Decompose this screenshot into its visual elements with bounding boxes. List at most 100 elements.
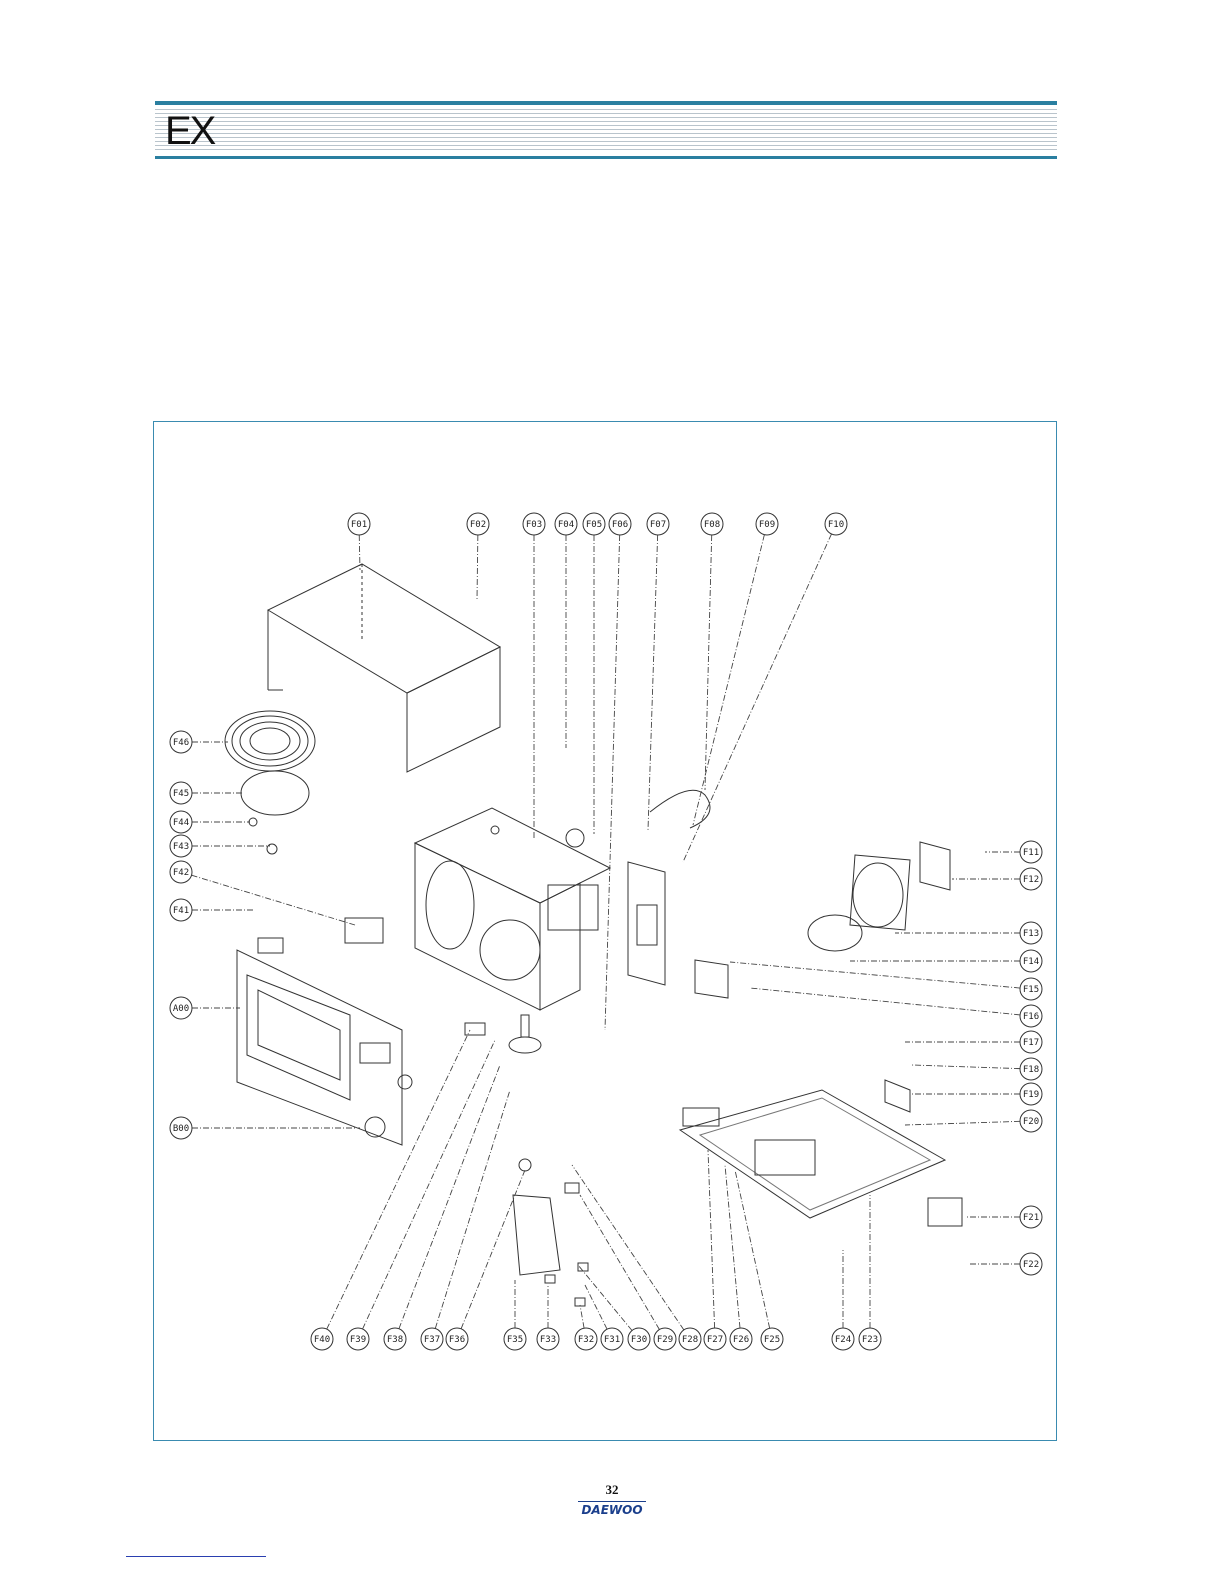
base-plate: [680, 1080, 962, 1226]
callout-label: F39: [350, 1335, 366, 1345]
callout-f18: F18: [912, 1058, 1042, 1080]
callout-f44: F44: [170, 811, 250, 833]
callout-f33: F33: [537, 1285, 559, 1350]
callout-label: F04: [558, 520, 574, 530]
leader-line: [578, 1265, 632, 1331]
callout-label: F14: [1023, 957, 1039, 967]
callout-f04: F04: [555, 513, 577, 748]
callout-f43: F43: [170, 835, 270, 857]
callout-f27: F27: [704, 1150, 726, 1350]
leader-line: [192, 875, 355, 925]
leader-line: [399, 1065, 500, 1329]
callout-f16: F16: [750, 988, 1042, 1027]
callout-label: F19: [1023, 1090, 1039, 1100]
callout-f20: F20: [905, 1110, 1042, 1132]
callout-f07: F07: [647, 513, 669, 830]
callout-label: F41: [173, 906, 189, 916]
switch-bracket: [513, 1159, 588, 1306]
callout-label: F37: [424, 1335, 440, 1345]
callout-f01: F01: [348, 513, 370, 570]
callout-f24: F24: [832, 1250, 854, 1350]
callout-label: F23: [862, 1335, 878, 1345]
callout-label: F11: [1023, 848, 1039, 858]
callout-f29: F29: [580, 1195, 676, 1350]
callout-label: F02: [470, 520, 486, 530]
callout-label: F09: [759, 520, 775, 530]
leader-line: [735, 1170, 770, 1328]
callout-f03: F03: [523, 513, 545, 840]
leader-line: [327, 1030, 470, 1329]
callout-label: F16: [1023, 1012, 1039, 1022]
callout-f45: F45: [170, 782, 242, 804]
callout-f37: F37: [421, 1090, 510, 1350]
callout-label: F24: [835, 1335, 851, 1345]
callout-f22: F22: [970, 1253, 1042, 1275]
callout-label: F33: [540, 1335, 556, 1345]
callout-f28: F28: [572, 1165, 701, 1350]
callout-label: F44: [173, 818, 189, 828]
brand-logo: DAEWOO: [0, 1503, 1224, 1517]
callout-label: F17: [1023, 1038, 1039, 1048]
callout-label: F18: [1023, 1065, 1039, 1075]
callout-f23: F23: [859, 1195, 881, 1350]
callout-f14: F14: [850, 950, 1042, 972]
callout-label: F26: [733, 1335, 749, 1345]
callout-f32: F32: [575, 1305, 597, 1350]
callout-label: F13: [1023, 929, 1039, 939]
leader-line: [683, 534, 831, 862]
leader-line: [725, 1165, 740, 1328]
callout-f17: F17: [905, 1031, 1042, 1053]
callout-label: F46: [173, 738, 189, 748]
door-assembly: [237, 950, 412, 1145]
outer-case: [268, 564, 500, 772]
page-number: 32: [0, 1482, 1224, 1498]
callout-f21: F21: [965, 1206, 1042, 1228]
callout-f46: F46: [170, 731, 228, 753]
callout-label: F20: [1023, 1117, 1039, 1127]
callout-f11: F11: [985, 841, 1042, 863]
callout-a00: A00: [170, 997, 240, 1019]
leader-line: [912, 1065, 1020, 1069]
callout-label: F38: [387, 1335, 403, 1345]
callout-label: F36: [449, 1335, 465, 1345]
callout-label: F15: [1023, 985, 1039, 995]
callout-f42: F42: [170, 861, 355, 925]
callout-f35: F35: [504, 1280, 526, 1350]
leader-line: [580, 1305, 584, 1328]
callout-label: F03: [526, 520, 542, 530]
callout-label: F35: [507, 1335, 523, 1345]
callout-label: F22: [1023, 1260, 1039, 1270]
footer-rule: [126, 1556, 266, 1557]
callout-f02: F02: [467, 513, 489, 600]
callout-label: A00: [173, 1004, 189, 1014]
leader-line: [648, 535, 658, 830]
callout-label: F05: [586, 520, 602, 530]
motor-and-small-parts: [258, 918, 541, 1053]
callout-label: F21: [1023, 1213, 1039, 1223]
right-side-parts: [628, 790, 950, 998]
leader-line: [730, 962, 1020, 988]
leader-line: [585, 1285, 607, 1329]
brand-rule: [578, 1501, 646, 1502]
callout-f19: F19: [912, 1083, 1042, 1105]
callout-label: F40: [314, 1335, 330, 1345]
callout-label: F12: [1023, 875, 1039, 885]
callout-f25: F25: [735, 1170, 783, 1350]
callout-label: F43: [173, 842, 189, 852]
leader-line: [580, 1195, 659, 1330]
leader-line: [477, 535, 478, 600]
callout-f15: F15: [730, 962, 1042, 1000]
callout-f39: F39: [347, 1040, 495, 1350]
leader-line: [693, 535, 764, 825]
leader-line: [750, 988, 1020, 1015]
leader-line: [605, 535, 620, 1030]
callout-label: F30: [631, 1335, 647, 1345]
callout-label: F42: [173, 868, 189, 878]
callout-label: F10: [828, 520, 844, 530]
callout-b00: B00: [170, 1117, 360, 1139]
leader-line: [363, 1040, 495, 1329]
callout-label: F01: [351, 520, 367, 530]
turntable: [225, 711, 315, 854]
